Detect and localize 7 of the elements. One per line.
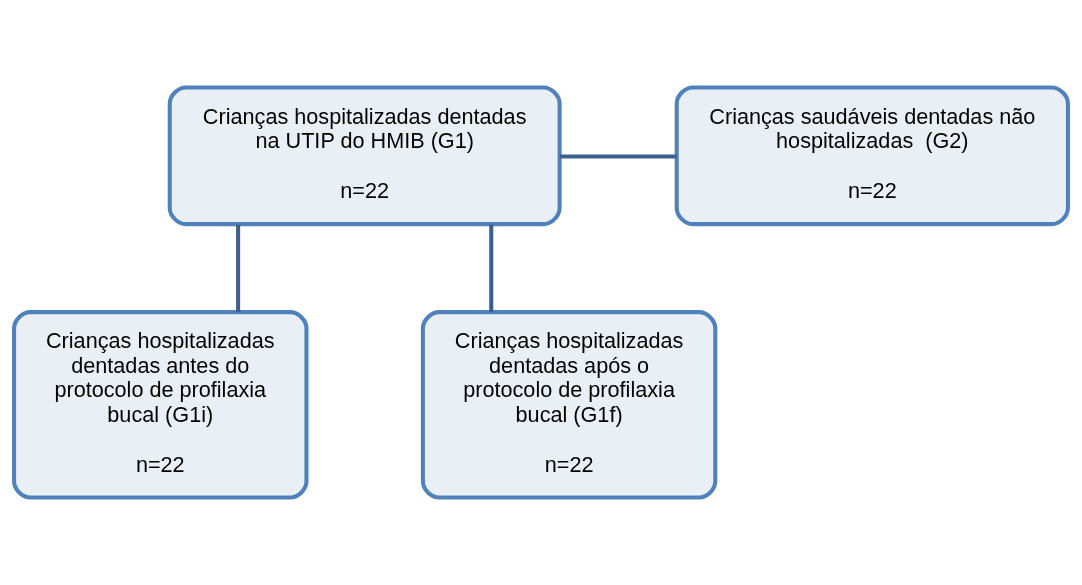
connector <box>559 154 677 159</box>
connector <box>236 224 241 313</box>
node-box: Crianças hospitalizadas dentadas após o protocolo de profilaxia bucal (G1f) n=22 <box>420 310 718 500</box>
node-box: Crianças saudáveis dentadas não hospitalizadas (G2) n=22 <box>674 85 1070 227</box>
node-box: Crianças hospitalizadas dentadas antes do protocolo de profilaxia bucal (G1i) n=22 <box>12 310 309 500</box>
node-box: Crianças hospitalizadas dentadas na UTIP do HMIB (G1) n=22 <box>167 85 562 227</box>
connector <box>489 224 494 313</box>
